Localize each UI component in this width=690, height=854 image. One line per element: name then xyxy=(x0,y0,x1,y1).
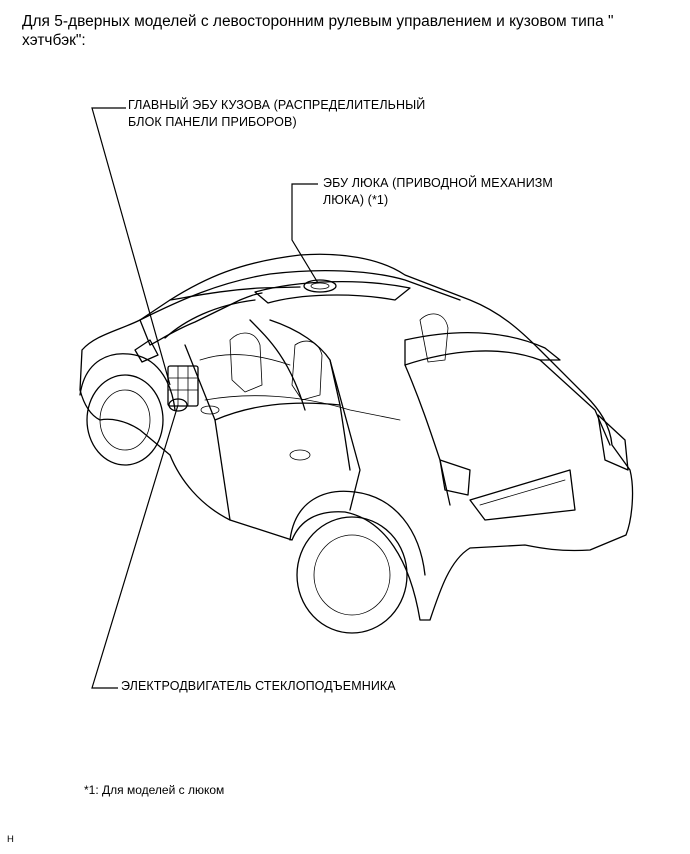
callout-window-motor: ЭЛЕКТРОДВИГАТЕЛЬ СТЕКЛОПОДЪЕМНИКА xyxy=(121,678,396,695)
body-ecu-unit xyxy=(167,365,199,407)
sunroof-ecu-unit xyxy=(303,279,337,293)
corner-mark: H xyxy=(7,834,14,845)
front-wheel xyxy=(86,374,164,466)
leader-body-ecu xyxy=(91,107,171,386)
callout-body-ecu-line-1: ГЛАВНЫЙ ЭБУ КУЗОВА (РАСПРЕДЕЛИТЕЛЬНЫЙ xyxy=(128,98,426,112)
callout-body-ecu-line-2: БЛОК ПАНЕЛИ ПРИБОРОВ) xyxy=(128,115,297,129)
callout-sunroof-ecu-line-1: ЭБУ ЛЮКА (ПРИВОДНОЙ МЕХАНИЗМ xyxy=(323,176,553,190)
heading-line-2: хэтчбэк": xyxy=(22,32,86,49)
callout-window-motor-line-1: ЭЛЕКТРОДВИГАТЕЛЬ СТЕКЛОПОДЪЕМНИКА xyxy=(121,679,396,693)
page-heading: Для 5-дверных моделей с левосторонним ру… xyxy=(22,12,662,50)
callout-sunroof-ecu-line-2: ЛЮКА) (*1) xyxy=(323,193,389,207)
footnote: *1: Для моделей с люком xyxy=(84,783,225,797)
car-outline xyxy=(79,253,634,634)
rear-wheel xyxy=(296,516,408,634)
leader-window-motor xyxy=(91,404,179,689)
callout-sunroof-ecu: ЭБУ ЛЮКА (ПРИВОДНОЙ МЕХАНИЗМ ЛЮКА) (*1) xyxy=(323,175,553,209)
sunroof-opening xyxy=(254,280,411,304)
leader-sunroof-ecu xyxy=(291,183,319,284)
car-body-outline xyxy=(79,253,634,621)
heading-line-1: Для 5-дверных моделей с левосторонним ру… xyxy=(22,13,614,30)
callout-body-ecu: ГЛАВНЫЙ ЭБУ КУЗОВА (РАСПРЕДЕЛИТЕЛЬНЫЙ БЛ… xyxy=(128,97,425,131)
window-motor-unit xyxy=(168,398,188,412)
